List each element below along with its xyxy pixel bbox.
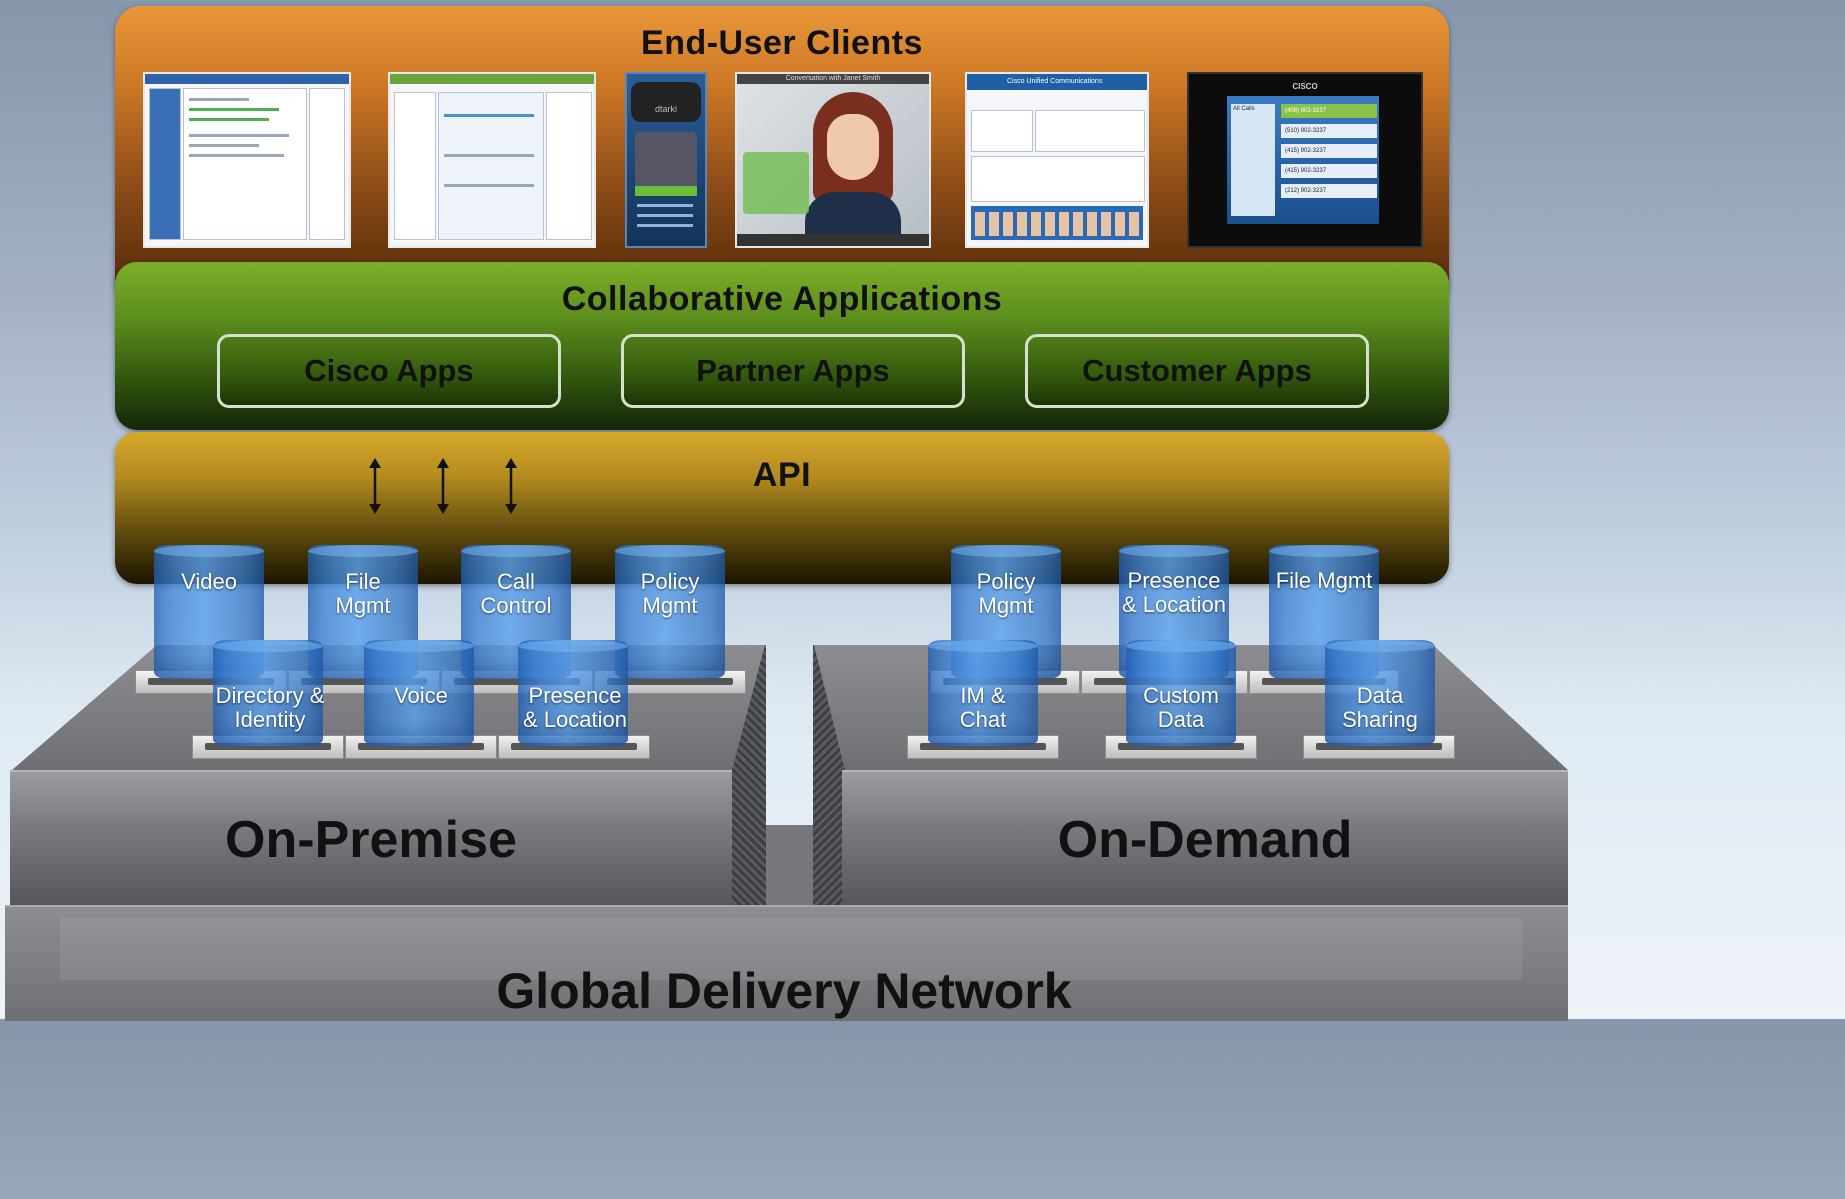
mobile-client-screenshot: dtarki [625, 72, 707, 248]
on-demand-platform: On-Demand [842, 770, 1568, 907]
device-number-1: (408) 902-3237 [1281, 104, 1377, 118]
service-label: IM &Chat [959, 683, 1007, 732]
on-demand-label: On-Demand [1057, 811, 1353, 869]
global-delivery-network-label: Global Delivery Network [496, 963, 1072, 1019]
end-user-clients-layer: End-User Clients dtarki Conversation wit [115, 6, 1449, 306]
custom-data-service-cylinder [1126, 640, 1236, 746]
directory-identity-service-cylinder [213, 640, 323, 746]
uc-desktop-screenshot: Cisco Unified Communications [965, 72, 1149, 248]
device-number-4: (415) 902-3237 [1281, 164, 1377, 178]
on-premise-platform: On-Premise [10, 770, 732, 907]
global-delivery-network-platform [5, 905, 1568, 1021]
device-number-5: (212) 902-3237 [1281, 184, 1377, 198]
service-label: Presence& Location [523, 683, 627, 732]
presence-location-service-cylinder [518, 640, 628, 746]
collaborative-applications-layer: Collaborative Applications Cisco Apps Pa… [115, 262, 1449, 430]
network-band [60, 918, 1522, 980]
service-label: File Mgmt [1275, 568, 1373, 593]
ip-phone-screenshot: CISCO All Calls (408) 902-3237 (510) 902… [1187, 72, 1423, 248]
video-call-screenshot: Conversation with Janet Smith [735, 72, 931, 248]
on-premise-label: On-Premise [225, 811, 517, 869]
data-sharing-service-cylinder [1325, 640, 1435, 746]
platform-gap-floor [766, 825, 813, 910]
bidirectional-arrow-icon [505, 458, 517, 514]
mobile-logo-text: dtarki [654, 104, 677, 114]
device-number-3: (415) 902-3237 [1281, 144, 1377, 158]
api-title: API [752, 456, 812, 494]
service-label: Directory &Identity [215, 683, 325, 732]
partner-apps-box: Partner Apps [621, 334, 965, 408]
person-photo [805, 92, 901, 244]
device-number-2: (510) 902-3237 [1281, 124, 1377, 138]
device-brand: CISCO [1292, 82, 1318, 91]
service-label: Presence& Location [1122, 568, 1226, 617]
bidirectional-arrow-icon [369, 458, 381, 514]
service-label: Video [181, 569, 237, 594]
collaborative-applications-title: Collaborative Applications [561, 280, 1003, 318]
cisco-apps-box: Cisco Apps [217, 334, 561, 408]
customer-apps-box: Customer Apps [1025, 334, 1369, 408]
uc-desktop-header: Cisco Unified Communications [967, 74, 1147, 90]
im-chat-service-cylinder [928, 640, 1038, 746]
end-user-clients-title: End-User Clients [641, 24, 923, 62]
service-label: Voice [394, 683, 448, 708]
voice-service-cylinder [364, 640, 474, 746]
web-client-screenshot [388, 72, 596, 248]
policy-mgmt-service-cylinder [615, 545, 725, 679]
bidirectional-arrow-icon [437, 458, 449, 514]
desktop-client-screenshot [143, 72, 351, 248]
video-call-title: Conversation with Janet Smith [737, 74, 929, 84]
device-list-title: All Calls [1233, 106, 1255, 112]
